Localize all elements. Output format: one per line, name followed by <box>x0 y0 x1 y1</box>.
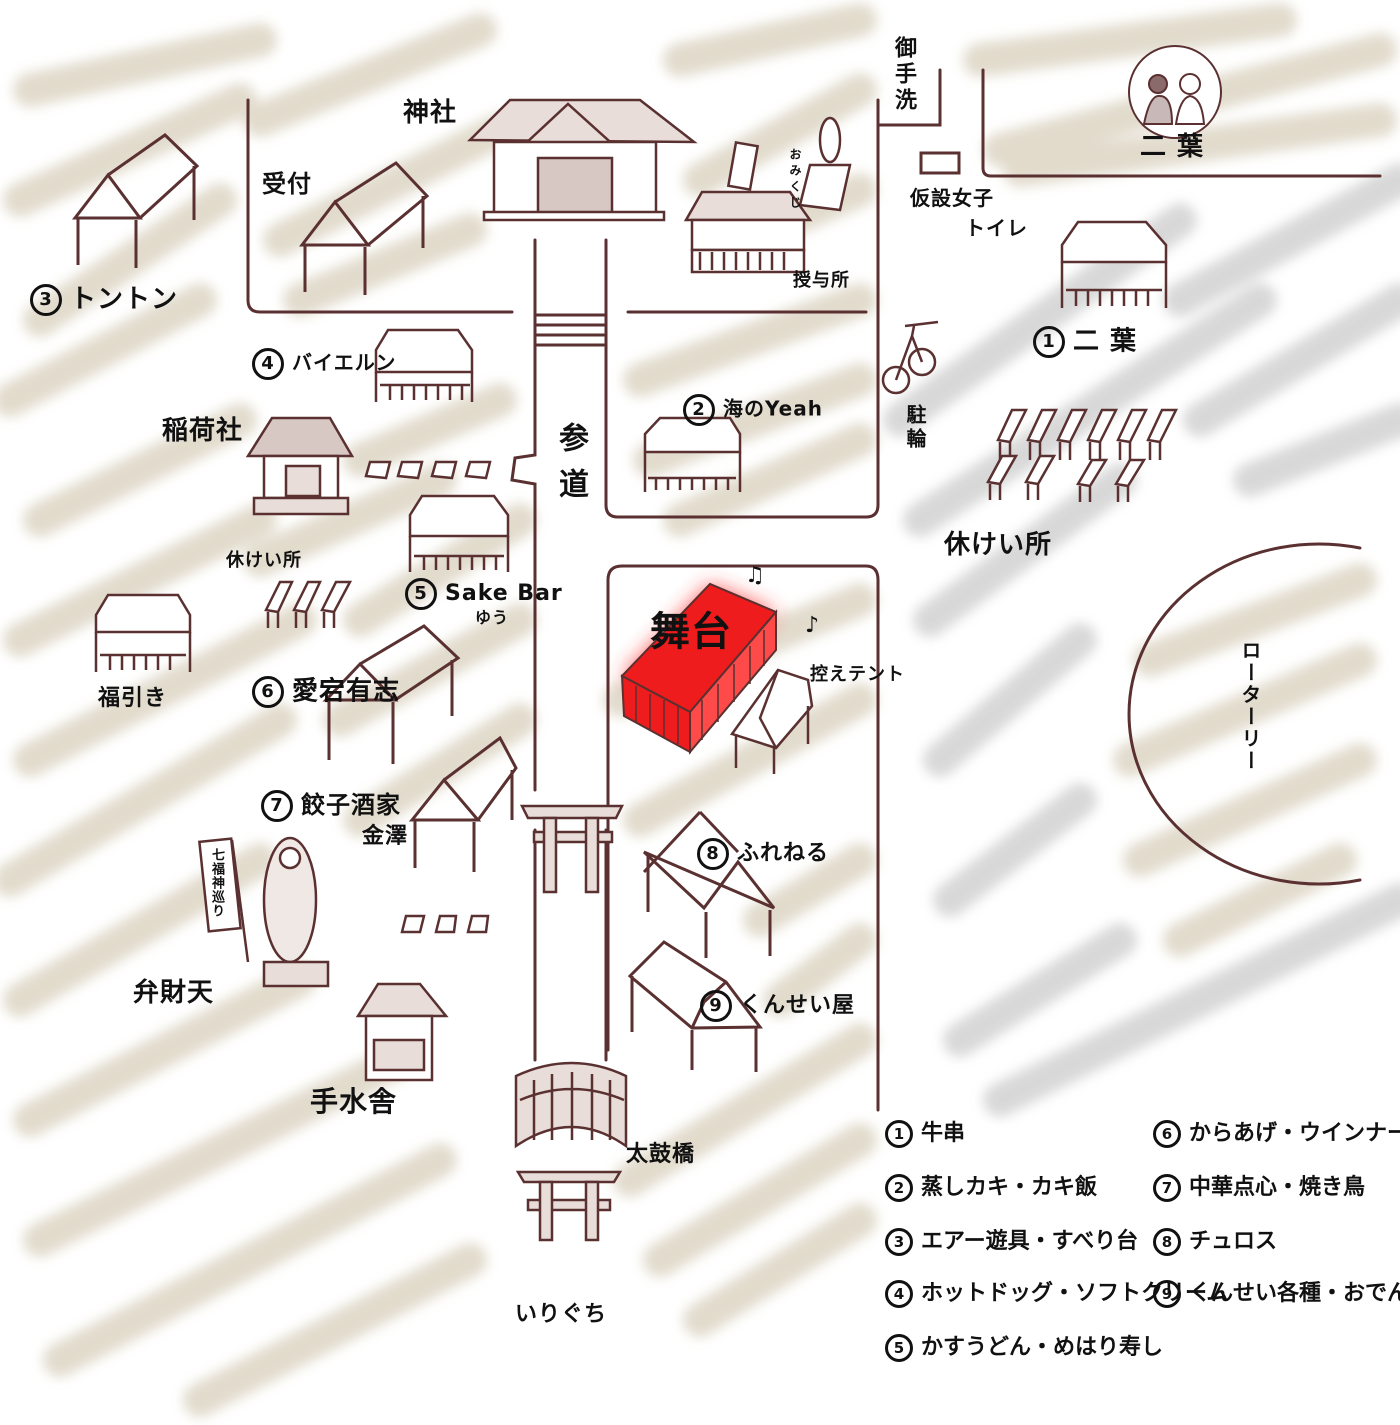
label-waiting-tent: 控えテント <box>810 664 905 685</box>
label-rotary: ローターリー <box>1238 640 1262 772</box>
stall-number-3: 3 <box>30 284 62 316</box>
stall-number-7: 7 <box>261 790 293 822</box>
label-benzaiten: 弁財天 <box>133 978 215 1008</box>
stall-label-7-sub: 金澤 <box>362 824 409 849</box>
label-stage: 舞台 <box>650 609 732 655</box>
stepping-stones <box>364 460 492 934</box>
label-temizuya: 手水舎 <box>310 1085 398 1118</box>
stall-icons <box>94 220 1168 672</box>
label-toilet-2: トイレ <box>965 216 1028 240</box>
stall-number-4: 4 <box>252 348 284 380</box>
juyosho-building <box>683 116 852 274</box>
label-bicycle-parking: 駐輪 <box>903 404 927 452</box>
label-otearai: 御手洗 <box>891 36 916 114</box>
benzaiten-statue <box>198 836 330 988</box>
futaba-logo <box>1128 45 1222 139</box>
temizuya-building <box>355 982 449 1082</box>
stall-number-9: 9 <box>700 990 732 1022</box>
label-shrine: 神社 <box>403 98 458 128</box>
label-taikobashi: 太鼓橋 <box>626 1142 696 1167</box>
stage <box>620 582 778 755</box>
shrine-building <box>467 98 698 222</box>
music-notes: ♫ ♪ <box>745 563 819 638</box>
svg-text:♫: ♫ <box>745 563 765 588</box>
label-entrance: いりぐち <box>515 1302 608 1327</box>
roads <box>246 68 1382 1112</box>
label-shichifukujin-banner: 七福神巡り <box>209 848 224 918</box>
stall-label-5-sub: ゆう <box>475 608 510 627</box>
waiting-tent <box>729 668 814 774</box>
stall-number-8: 8 <box>697 838 729 870</box>
hatch-gray <box>883 163 1400 1117</box>
stall-number-6: 6 <box>252 676 284 708</box>
label-juyosho: 授与所 <box>793 270 850 291</box>
inari-shrine <box>245 416 355 516</box>
taikobashi-bridge <box>514 1061 628 1149</box>
torii-gates <box>515 804 625 1242</box>
label-toilet-1: 仮設女子 <box>910 186 994 210</box>
stall-number-1: 1 <box>1033 326 1065 358</box>
label-reception: 受付 <box>262 170 312 198</box>
bicycle-icon <box>881 320 939 395</box>
svg-text:♪: ♪ <box>805 613 819 638</box>
label-fukubiki: 福引き <box>98 686 168 711</box>
label-rest-area-left: 休けい所 <box>226 550 302 571</box>
bench-icons <box>264 408 1179 628</box>
label-omikuji: おみくじ <box>788 148 802 212</box>
stall-number-2: 2 <box>683 394 715 426</box>
label-inari-shrine: 稲荷社 <box>162 416 244 446</box>
label-rest-area-right: 休けい所 <box>944 530 1053 560</box>
stall-number-5: 5 <box>405 578 437 610</box>
label-futaba-top: 二 葉 <box>1140 132 1205 162</box>
label-sando: 参道 <box>553 422 588 514</box>
